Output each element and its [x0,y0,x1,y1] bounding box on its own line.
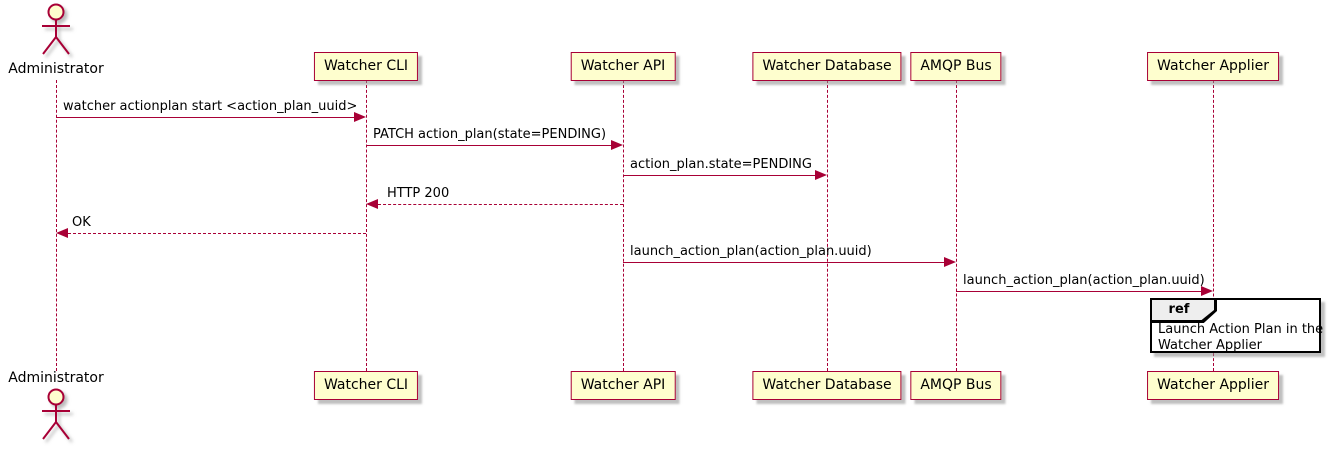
message-label: OK [72,215,91,230]
message-label: HTTP 200 [387,186,450,201]
message-label: action_plan.state=PENDING [630,157,812,172]
ref-keyword: ref [1152,300,1214,320]
participant-watcher-api: Watcher API [570,52,676,81]
message-line [623,262,945,263]
participant-watcher-cli: Watcher CLI [313,371,419,400]
lifeline-watcher-applier [1213,80,1214,371]
participant-watcher-applier: Watcher Applier [1147,52,1279,81]
ref-fragment: ref Launch Action Plan in the Watcher Ap… [1150,298,1323,354]
message-line [623,175,816,176]
arrow-right-icon [1201,286,1213,296]
message-label: launch_action_plan(action_plan.uuid) [963,273,1205,288]
lifeline-amqp-bus [956,80,957,371]
arrow-left-icon [366,199,378,209]
ref-text: Launch Action Plan in the Watcher Applie… [1158,322,1323,354]
participant-watcher-database: Watcher Database [752,371,902,400]
message-line [68,233,366,234]
lifeline-watcher-cli [366,80,367,371]
ref-text-line: Watcher Applier [1158,338,1262,353]
participant-amqp-bus: AMQP Bus [910,52,1002,81]
lifeline-administrator [56,80,57,371]
ref-text-line: Launch Action Plan in the [1158,322,1324,337]
participant-watcher-applier: Watcher Applier [1147,371,1279,400]
actor-icon [42,388,70,440]
message-label: PATCH action_plan(state=PENDING) [373,127,607,142]
participant-amqp-bus: AMQP Bus [910,371,1002,400]
actor-icon [42,3,70,55]
arrow-left-icon [56,228,68,238]
participant-watcher-database: Watcher Database [752,52,902,81]
message-label: watcher actionplan start <action_plan_uu… [63,99,358,114]
message-line [56,117,355,118]
actor-label: Administrator [8,370,104,386]
arrow-right-icon [611,140,623,150]
actor-label: Administrator [8,61,104,77]
lifeline-watcher-api [623,80,624,371]
message-line [956,291,1202,292]
message-line [366,145,612,146]
participant-watcher-api: Watcher API [570,371,676,400]
arrow-right-icon [815,170,827,180]
lifeline-watcher-database [827,80,828,371]
arrow-right-icon [354,112,366,122]
message-line [378,204,623,205]
arrow-right-icon [944,257,956,267]
participant-watcher-cli: Watcher CLI [313,52,419,81]
message-label: launch_action_plan(action_plan.uuid) [630,244,872,259]
